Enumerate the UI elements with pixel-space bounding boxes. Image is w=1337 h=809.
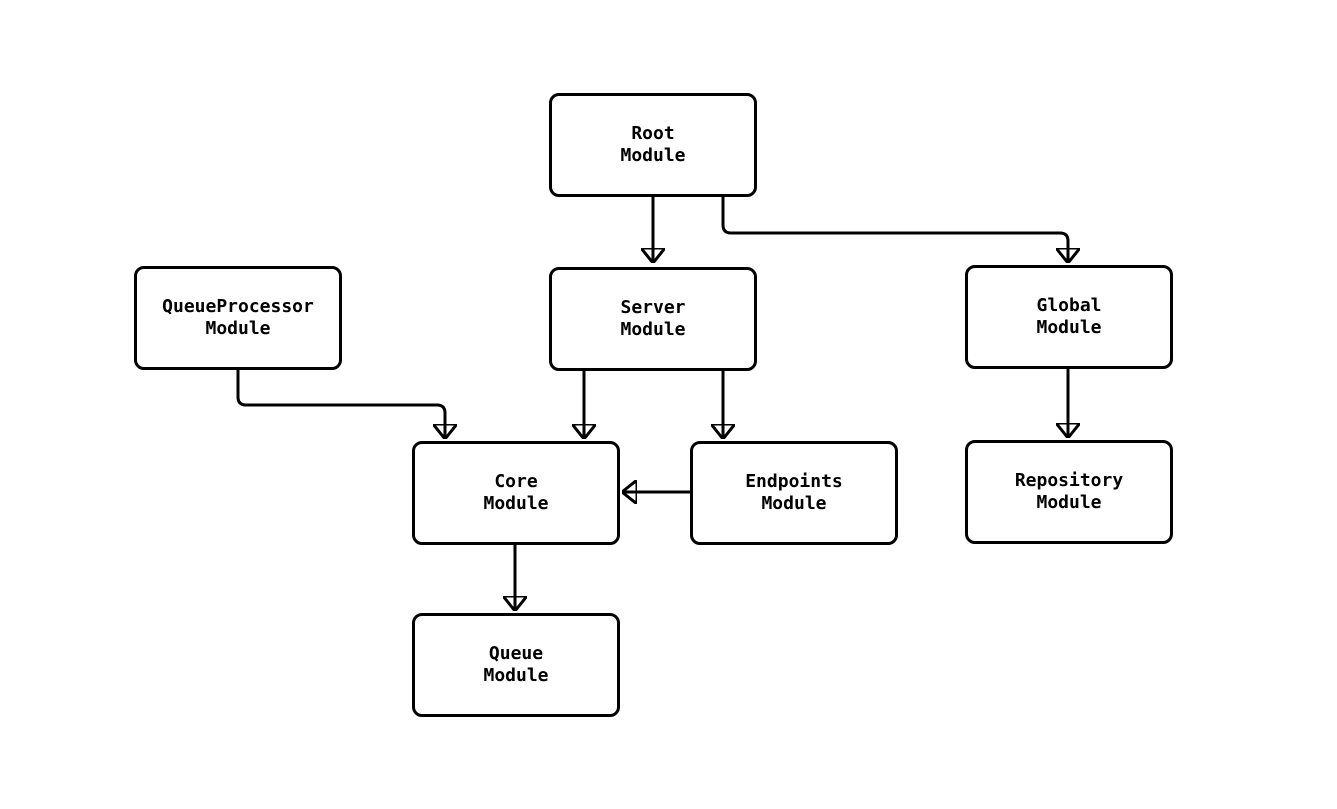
node-root-module: Root Module	[549, 93, 757, 197]
node-queueprocessor-module-label: QueueProcessor Module	[162, 296, 314, 339]
node-global-module-label: Global Module	[1036, 295, 1102, 338]
edge-root-to-global	[721, 197, 1068, 262]
node-queue-module: Queue Module	[412, 613, 620, 717]
node-queue-module-label: Queue Module	[483, 643, 549, 686]
node-core-module-label: Core Module	[483, 471, 549, 514]
node-server-module-label: Server Module	[620, 297, 686, 340]
node-endpoints-module-label: Endpoints Module	[745, 471, 843, 514]
node-endpoints-module: Endpoints Module	[690, 441, 898, 545]
node-root-module-label: Root Module	[620, 123, 686, 166]
edge-queueprocessor-to-core	[236, 370, 445, 438]
node-repository-module-label: Repository Module	[1014, 470, 1124, 513]
node-server-module: Server Module	[549, 267, 757, 371]
node-core-module: Core Module	[412, 441, 620, 545]
node-global-module: Global Module	[965, 265, 1173, 369]
node-queueprocessor-module: QueueProcessor Module	[134, 266, 342, 370]
node-repository-module: Repository Module	[965, 440, 1173, 544]
